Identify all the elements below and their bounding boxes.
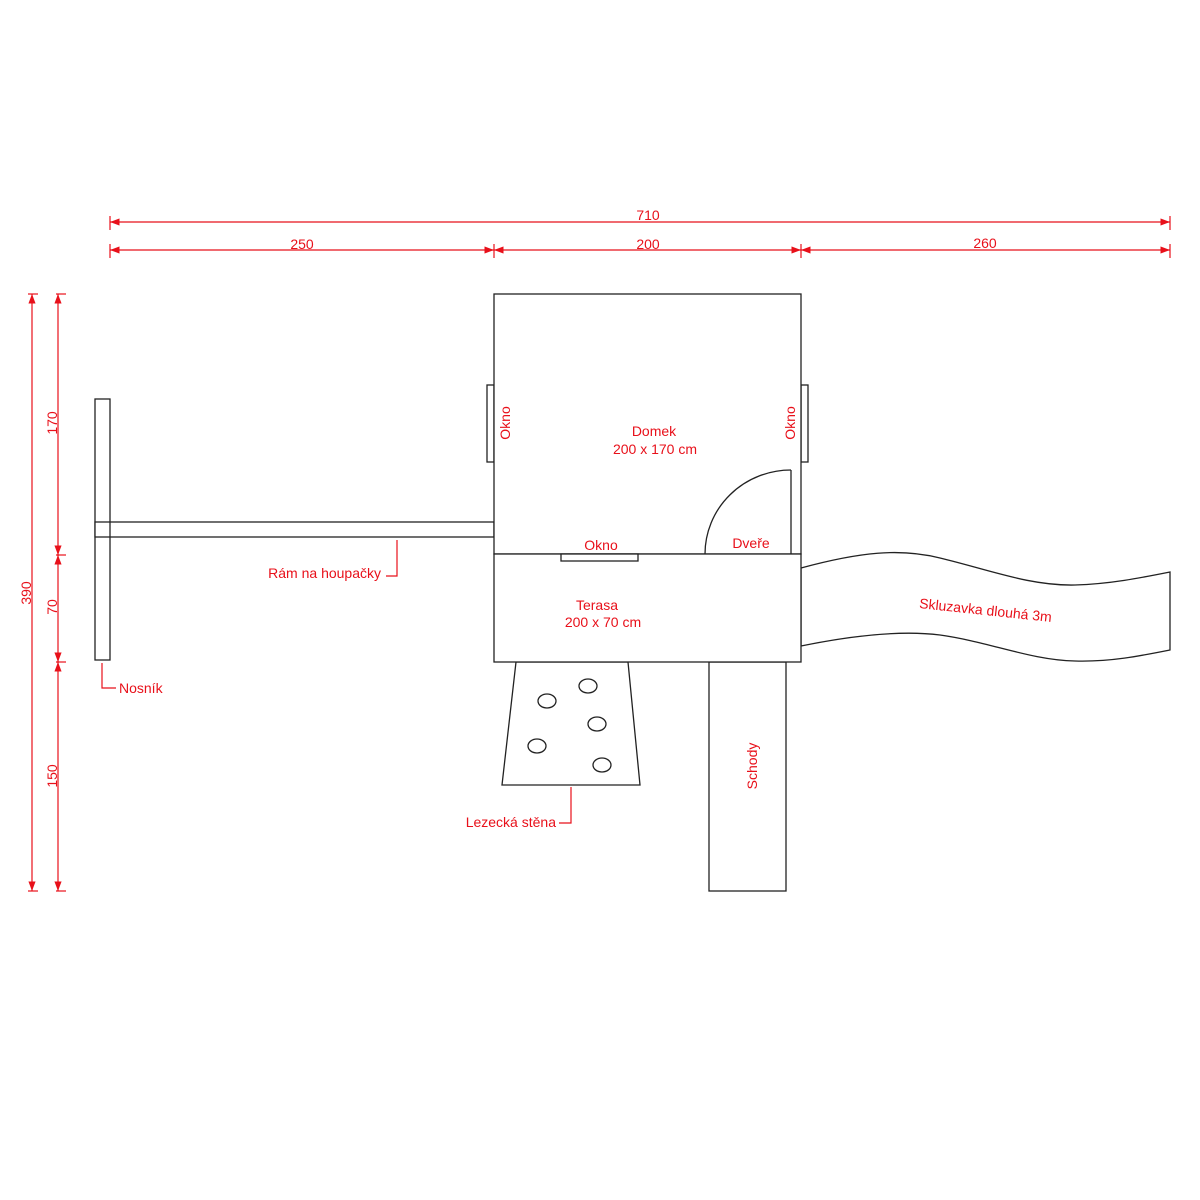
swing-frame-label: Rám na houpačky xyxy=(268,565,381,581)
window-right-label: Okno xyxy=(782,406,798,440)
dimension-label: 250 xyxy=(290,236,314,252)
house xyxy=(493,293,802,555)
dimension-label: 260 xyxy=(973,235,997,251)
dimension-label: 390 xyxy=(18,581,34,605)
window-front xyxy=(560,553,639,562)
window-right xyxy=(800,384,809,463)
slide xyxy=(800,551,1171,662)
dimension-total-width: 710 xyxy=(109,207,1171,230)
door xyxy=(704,469,792,555)
dimension-segment-widths: 250 200 260 xyxy=(109,235,1171,258)
climbing-wall-callout: Lezecká stěna xyxy=(466,787,572,830)
window-left xyxy=(486,384,495,463)
house-title: Domek xyxy=(632,423,677,439)
terrace-size: 200 x 70 cm xyxy=(565,614,641,630)
climbing-hold xyxy=(527,738,547,754)
door-label: Dveře xyxy=(732,535,770,551)
climbing-hold xyxy=(578,678,598,694)
climbing-wall xyxy=(501,661,641,786)
climbing-hold xyxy=(592,757,612,773)
dimension-label: 170 xyxy=(44,411,60,435)
climbing-hold xyxy=(587,716,607,732)
beam-callout: Nosník xyxy=(101,663,164,696)
dimension-total-depth: 390 xyxy=(18,293,38,892)
house-size: 200 x 170 cm xyxy=(613,441,697,457)
stairs-label: Schody xyxy=(744,743,760,790)
terrace-title: Terasa xyxy=(576,597,618,613)
terrace xyxy=(493,553,802,663)
swing-frame-callout: Rám na houpačky xyxy=(268,540,398,581)
dimension-segment-depths: 170 70 150 xyxy=(44,293,66,892)
beam-label: Nosník xyxy=(119,680,164,696)
dimension-label: 70 xyxy=(44,599,60,615)
window-left-label: Okno xyxy=(497,406,513,440)
dimension-label: 200 xyxy=(636,236,660,252)
swing-frame xyxy=(94,521,495,538)
dimension-label: 150 xyxy=(44,764,60,788)
climbing-wall-label: Lezecká stěna xyxy=(466,814,556,830)
stairs xyxy=(708,661,787,892)
window-front-label: Okno xyxy=(584,537,618,553)
climbing-hold xyxy=(537,693,557,709)
dimension-label: 710 xyxy=(636,207,660,223)
